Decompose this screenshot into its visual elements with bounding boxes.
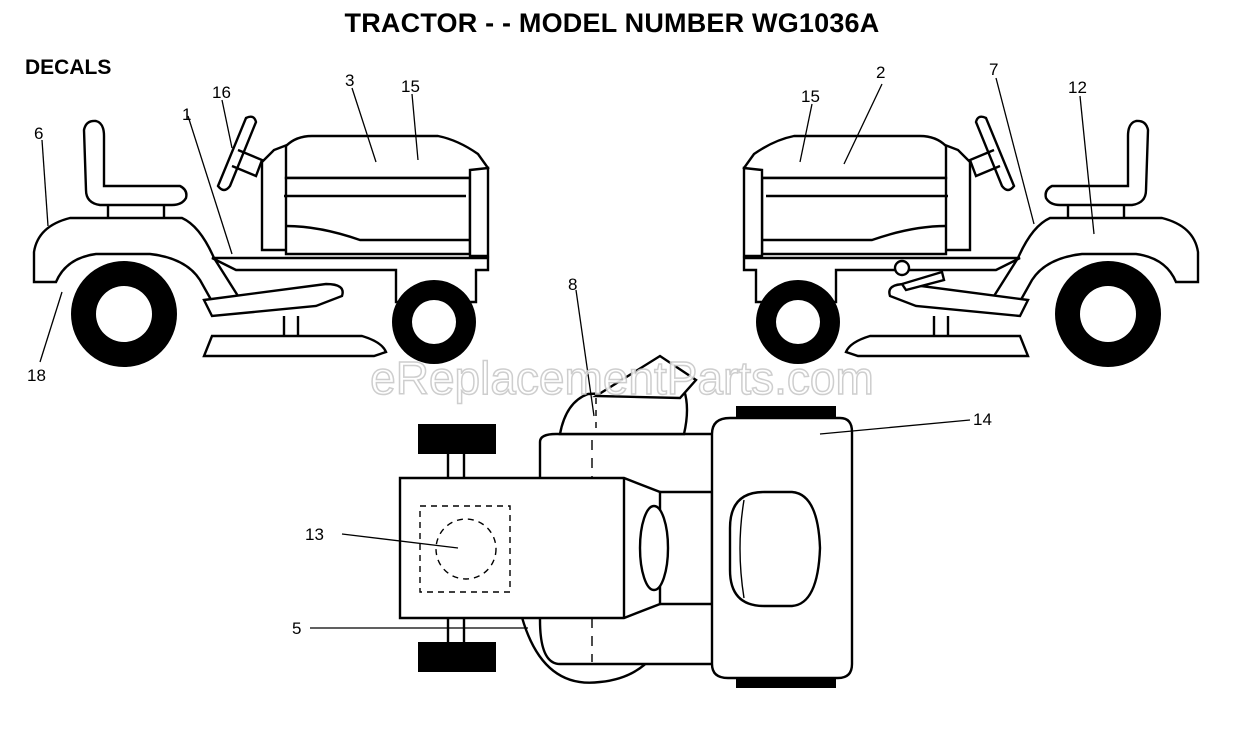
left-mower-deck (202, 334, 388, 358)
leader-lines (39, 77, 1095, 629)
right-mower-deck (844, 334, 1030, 358)
top-seat (728, 490, 822, 608)
diagram-title: TRACTOR - - MODEL NUMBER WG1036A (344, 8, 880, 38)
callout-15-left: 15 (401, 77, 420, 96)
left-side-view (32, 115, 490, 367)
right-seat (1044, 119, 1150, 207)
callout-6: 6 (34, 124, 43, 143)
top-hood (398, 476, 662, 620)
left-seat (82, 119, 188, 207)
left-hood (284, 134, 490, 180)
right-side-view (742, 115, 1200, 367)
callout-13: 13 (305, 525, 324, 544)
top-view (398, 354, 854, 688)
callout-14: 14 (973, 410, 992, 429)
top-rear-wheel-upper (736, 406, 836, 420)
callout-7: 7 (989, 60, 998, 79)
top-front-wheel-lower (418, 642, 496, 672)
top-front-wheel-upper (418, 424, 496, 454)
callout-5: 5 (292, 619, 301, 638)
callout-2: 2 (876, 63, 885, 82)
section-label: DECALS (25, 56, 112, 79)
callout-16: 16 (212, 83, 231, 102)
right-hood (742, 134, 948, 180)
left-steering-wheel (216, 115, 258, 192)
right-steering-wheel (974, 115, 1016, 192)
callout-8: 8 (568, 275, 577, 294)
callout-12: 12 (1068, 78, 1087, 97)
left-foot-rest (202, 282, 344, 318)
watermark: eReplacementParts.com (370, 352, 874, 404)
callout-3: 3 (345, 71, 354, 90)
callout-15-right: 15 (801, 87, 820, 106)
callout-1: 1 (182, 105, 191, 124)
callout-labels: 6 1 16 3 15 18 15 2 7 12 8 14 13 5 (27, 60, 1087, 638)
callout-18: 18 (27, 366, 46, 385)
